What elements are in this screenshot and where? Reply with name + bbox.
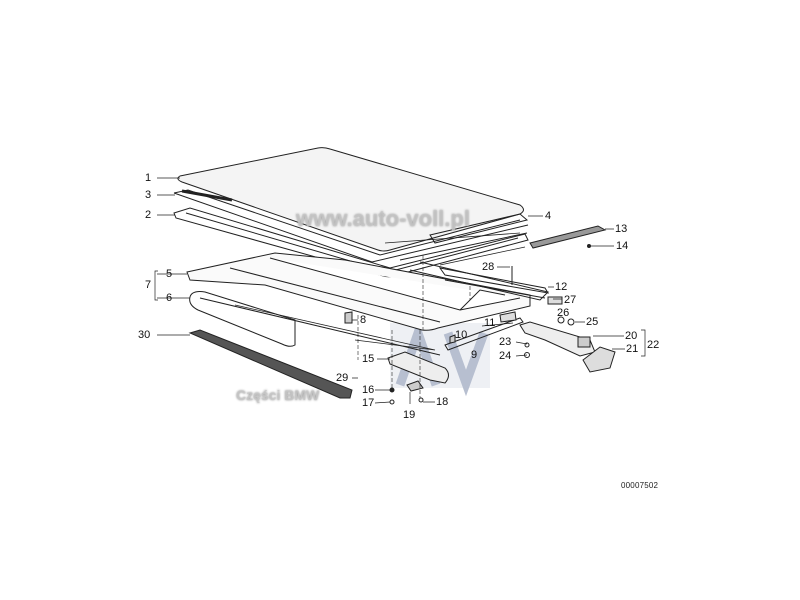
label-part-30: 30 [138,329,151,341]
part-3-seal [173,189,529,263]
label-part-2: 2 [145,209,152,221]
label-part-19: 19 [403,409,416,421]
label-part-9: 9 [471,349,478,361]
label-part-26: 26 [557,307,570,319]
label-part-14: 14 [616,240,629,252]
watermark-parts: Części BMW [236,387,320,403]
part-30-strip [188,329,353,399]
diagram-part-code: 00007502 [621,481,659,490]
part-15-slide [387,351,449,384]
label-part-25: 25 [586,316,599,328]
label-part-18: 18 [436,396,449,408]
label-part-21: 21 [626,343,639,355]
part-19-slider [406,380,424,392]
label-part-11: 11 [484,317,496,329]
label-part-17: 17 [362,397,375,409]
part-20-lever [519,321,596,357]
part-21-bracket [582,346,616,373]
part-16-screw [389,387,395,393]
part-26-nut [557,316,565,324]
label-part-22: 22 [647,339,660,351]
label-part-16: 16 [362,384,375,396]
part-25-washer [567,318,575,326]
part-27-block [547,296,563,305]
label-part-20: 20 [625,330,638,342]
label-part-28: 28 [482,261,495,273]
label-part-27: 27 [564,294,577,306]
part-11-guide [499,311,517,323]
part-18-screw [418,397,424,403]
label-part-1: 1 [145,172,152,184]
part-17-screw [389,399,395,405]
label-part-4: 4 [545,210,552,222]
label-part-10: 10 [455,329,468,341]
part-13-bar [529,225,607,249]
part-10-clip [449,334,456,344]
part-4-rail [399,213,529,261]
label-part-29: 29 [336,372,349,384]
part-6-trough [189,291,296,347]
watermark-url: www.auto-voll.pl [296,206,470,231]
label-part-13: 13 [615,223,628,235]
label-part-23: 23 [499,336,512,348]
label-part-7: 7 [145,279,152,291]
part-8-clip [344,311,353,324]
part-23-nut [524,342,530,348]
label-part-24: 24 [499,350,512,362]
label-part-12: 12 [555,281,568,293]
label-part-15: 15 [362,353,375,365]
label-part-3: 3 [145,189,152,201]
part-9-bar [444,317,524,351]
label-part-6: 6 [166,292,173,304]
leader-lines [157,177,625,404]
part-12-rail [438,267,549,299]
label-part-8: 8 [360,314,367,326]
label-part-5: 5 [166,268,173,280]
